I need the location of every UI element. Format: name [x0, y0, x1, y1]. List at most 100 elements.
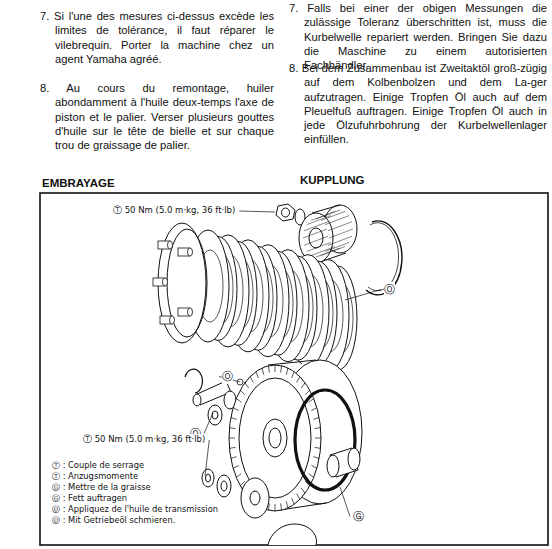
- small-circlip: [185, 369, 202, 393]
- clutch-boss-bore: [309, 228, 323, 248]
- leader-line: [239, 211, 275, 212]
- gear-tooth: [313, 417, 319, 419]
- clutch-boss-splines: [303, 210, 353, 257]
- crankcase-edge: [268, 524, 317, 545]
- spring-end: [163, 278, 168, 286]
- gear-tooth: [301, 383, 305, 388]
- gear-tooth: [233, 408, 238, 411]
- spline-line: [311, 211, 335, 220]
- gear-tooth: [250, 377, 253, 383]
- gear-tooth: [311, 408, 316, 411]
- section-heading: KUPPLUNG: [300, 174, 365, 186]
- gear-tooth: [231, 457, 237, 459]
- housing-bore: [269, 428, 281, 448]
- pressure-plate-rim: [167, 229, 207, 337]
- section-heading: EMBRAYAGE: [42, 177, 115, 189]
- gear-tooth: [315, 447, 321, 449]
- washer: [202, 469, 214, 487]
- gear-tooth: [262, 368, 264, 375]
- gear-tooth: [280, 503, 282, 510]
- spline-line: [328, 222, 352, 231]
- gear-tooth: [229, 427, 235, 429]
- spring-end: [168, 241, 173, 249]
- gear-tooth: [305, 390, 310, 395]
- drive-gear: [241, 478, 269, 518]
- gear-tooth: [233, 465, 238, 468]
- spacer-end: [348, 448, 360, 470]
- paragraph: 7. Si l'une des mesures ci-dessus excède…: [40, 9, 274, 66]
- gear-tooth: [275, 365, 276, 372]
- legend-line: Ⓖ : Fett auftragen: [52, 493, 127, 503]
- spline-line: [321, 211, 345, 220]
- paragraph: 8. Bei dem Zusammenbau ist Zweitaktöl gr…: [289, 61, 547, 147]
- gear-tooth: [315, 427, 321, 429]
- leader-line: [340, 487, 350, 517]
- oil-callout: Ⓞ: [384, 282, 395, 297]
- gear-tooth: [245, 383, 249, 388]
- gear-tooth: [268, 366, 270, 373]
- spline-line: [325, 242, 349, 251]
- washer: [217, 475, 231, 497]
- spline-line: [311, 247, 335, 256]
- push-lever-end: [193, 394, 201, 406]
- gear-tooth: [286, 501, 288, 508]
- spline-line: [304, 222, 328, 231]
- clutch-plates: [187, 230, 357, 372]
- spring-end: [188, 248, 193, 256]
- spring-end: [170, 316, 175, 324]
- leader-line: [204, 413, 213, 434]
- figure-frame: [40, 193, 548, 545]
- torque-callout: Ⓣ 50 Nm (5.0 m·kg, 36 ft·lb): [82, 434, 206, 446]
- clutch-parts: [153, 204, 402, 545]
- gear-tooth: [236, 399, 241, 403]
- torque-callout: Ⓣ 50 Nm (5.0 m·kg, 36 ft·lb): [112, 205, 236, 217]
- gear-tooth: [240, 390, 245, 395]
- spline-line: [321, 247, 345, 256]
- spline-line: [303, 229, 327, 238]
- leader-line: [345, 290, 381, 301]
- legend-line: Ⓣ : Couple de serrage: [52, 460, 144, 470]
- gear-tooth: [309, 474, 314, 478]
- gear-tooth: [297, 377, 300, 383]
- o-ring: [295, 390, 355, 490]
- drive-gear-bore: [250, 491, 260, 505]
- gear-tooth: [297, 494, 300, 500]
- gear-tooth: [229, 447, 235, 449]
- nut-hole: [282, 208, 290, 217]
- legend-line: Ⓞ : Appliquez de l'huile de transmission: [52, 504, 218, 514]
- paragraph: 7. Falls bei einer der obigen Messungen …: [289, 1, 547, 72]
- spacer-front: [327, 455, 339, 477]
- spline-line: [307, 216, 331, 225]
- spline-line: [304, 236, 328, 245]
- washer-hole: [212, 411, 218, 419]
- oil-callout: Ⓞ: [222, 369, 233, 384]
- gear-tooth: [315, 438, 321, 439]
- clutch-springs: [153, 241, 193, 324]
- legend-line: Ⓞ : Mit Getriebeöl schmieren.: [52, 515, 175, 525]
- pressure-plate: [158, 223, 206, 343]
- spring-end: [188, 308, 193, 316]
- nut: [276, 204, 295, 221]
- washer-hole: [206, 474, 211, 482]
- gear-tooth: [311, 465, 316, 468]
- gear-tooth: [280, 366, 282, 373]
- gear-tooth: [256, 372, 258, 378]
- gear-tooth: [236, 474, 241, 478]
- grease-callout: Ⓖ: [353, 509, 364, 524]
- spline-line: [328, 236, 352, 245]
- legend-line: Ⓣ : Anzugsmomente: [52, 471, 138, 481]
- washer: [208, 405, 222, 425]
- washer-hole: [221, 481, 227, 491]
- gear-tooth: [286, 368, 288, 375]
- housing-hub: [263, 419, 287, 457]
- gear-tooth: [275, 504, 276, 511]
- spline-line: [325, 216, 349, 225]
- gear-tooth: [301, 488, 305, 493]
- paragraph: 8. Au cours du remontage, huiler abondam…: [40, 81, 274, 152]
- gear-tooth: [229, 438, 235, 439]
- circlip-inner: [368, 223, 399, 291]
- spline-line: [307, 242, 331, 251]
- gear-tooth: [292, 372, 294, 378]
- spline-line: [329, 229, 353, 238]
- gear-tooth: [313, 457, 319, 459]
